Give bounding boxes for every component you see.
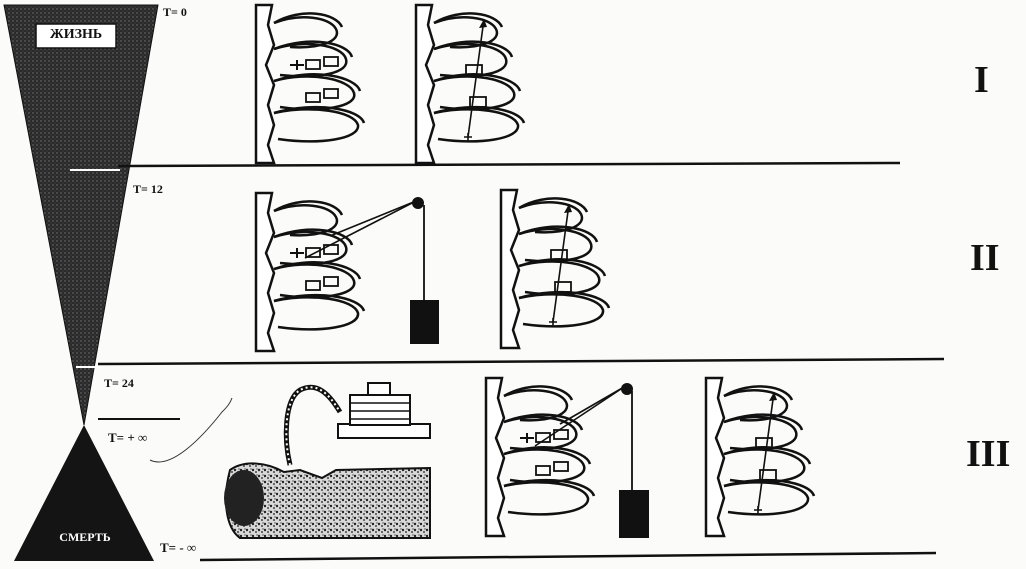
stage-numeral-2: II [970,237,1000,279]
pulley-weight-icon [304,197,439,344]
ribcage-fixed-icon [704,376,816,538]
ribcage-splinted-icon [484,376,596,538]
patient-icon [224,462,431,539]
life-funnel [3,4,159,426]
ribcage-fixed-icon [499,188,611,350]
time-label-t-plus-inf: T= + ∞ [108,430,148,445]
life-label: ЖИЗНЬ [49,27,103,42]
handwritten-stroke [149,397,233,463]
stage-numeral-3: III [966,433,1011,475]
time-label-t24: T= 24 [104,376,134,390]
ribcage-splinted-icon [254,191,366,353]
respirator-icon [283,382,431,466]
life-label-box [35,23,117,49]
separator-t-minus-inf [199,551,937,562]
time-label-t12: T= 12 [133,182,163,196]
separator-t12 [117,161,901,168]
death-label: СМЕРТЬ [59,530,111,544]
separator-t24 [97,357,945,366]
time-label-t-minus-inf: T= - ∞ [160,540,197,555]
ribcage-splinted-icon [254,3,366,165]
death-funnel [14,425,154,561]
pulley-weight-icon [534,383,649,538]
time-label-t0: T= 0 [163,5,187,19]
stage-numeral-1: I [974,59,989,101]
ribcage-fixed-icon [414,3,526,165]
